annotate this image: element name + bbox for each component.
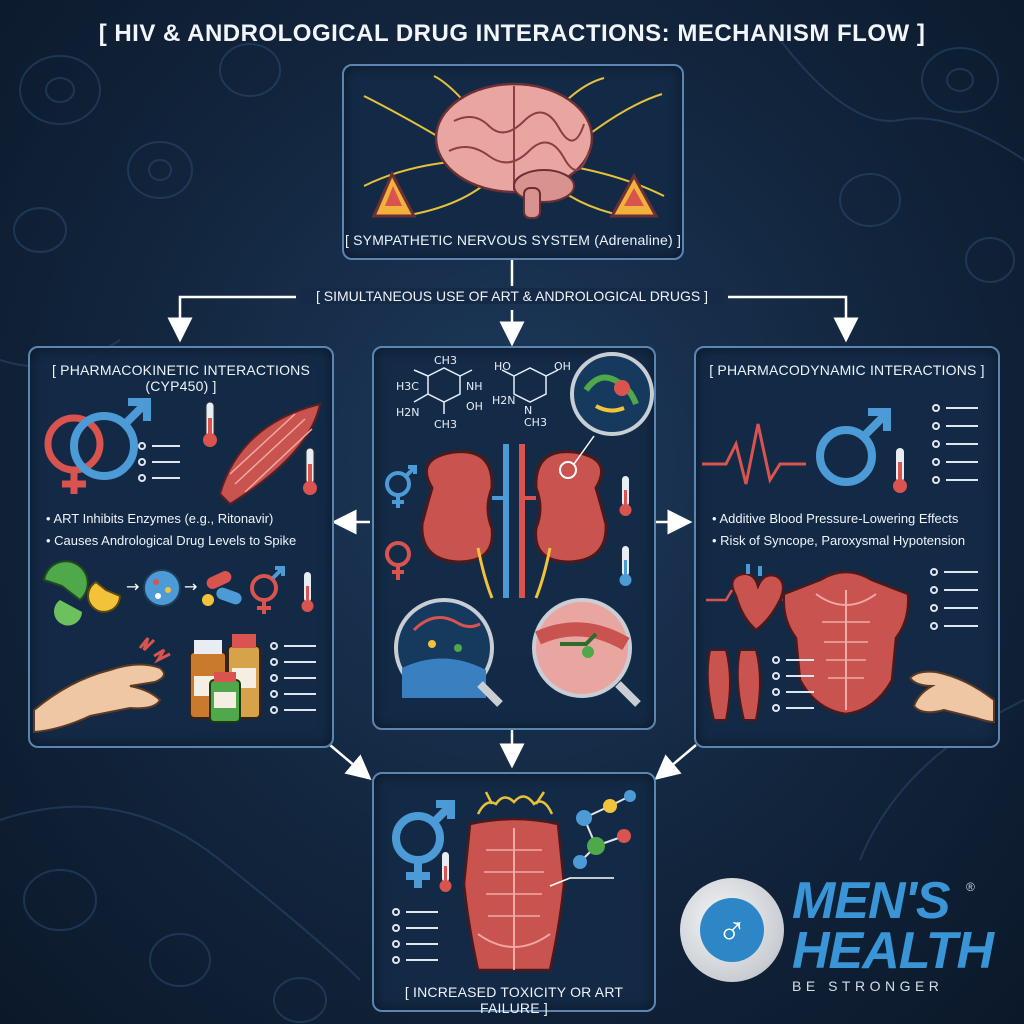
top-panel-sympathetic: [ SYMPATHETIC NERVOUS SYSTEM (Adrenaline… (342, 64, 684, 260)
male-symbol-icon-right (816, 408, 891, 486)
hand-icon-right (908, 670, 995, 724)
bottom-panel-label: [ INCREASED TOXICITY OR ART FAILURE ] (404, 984, 624, 1016)
right-panel-icons-top (702, 404, 978, 493)
male-symbol-icon-bottom (392, 800, 455, 888)
left-panel-bullets: ART Inhibits Enzymes (e.g., Ritonavir) C… (46, 508, 296, 552)
male-symbol-icon (70, 398, 151, 480)
torso-icon (462, 817, 614, 972)
checklist-icon-right-2 (930, 568, 978, 630)
formula-label-n: N (524, 404, 532, 417)
right-bullet-2: Risk of Syncope, Paroxysmal Hypotension (712, 530, 965, 552)
formula-label-ho: HO (494, 360, 511, 373)
right-panel-bullets: Additive Blood Pressure-Lowering Effects… (712, 508, 965, 552)
logo-emblem: ♂ (680, 878, 784, 982)
left-panel-icons-bottom: → → (33, 560, 316, 734)
logo-wordmark: MEN'S HEALTH ® BE STRONGER (792, 872, 994, 994)
right-bullet-1: Additive Blood Pressure-Lowering Effects (712, 508, 965, 530)
formula-label-h2n-2: H2N (492, 394, 516, 407)
heartbeat-line-icon (702, 423, 806, 485)
center-illustration: H3C CH3 NH H2N CH3 OH HO OH H2N N CH3 (385, 352, 654, 707)
male-symbol-logo-icon: ♂ (700, 898, 764, 962)
logo-line-2: HEALTH (792, 922, 994, 980)
thermometer-icon-center (619, 476, 632, 586)
logo-registered-mark: ® (966, 880, 975, 894)
logo-tagline: BE STRONGER (792, 978, 944, 994)
hand-icon (33, 663, 165, 734)
pill-icon (202, 571, 242, 606)
checklist-icon-right (932, 404, 978, 484)
left-panel-icons-top (44, 398, 322, 506)
top-panel-label: [ SYMPATHETIC NERVOUS SYSTEM (Adrenaline… (344, 232, 682, 248)
right-panel-pharmacodynamic: [ PHARMACODYNAMIC INTERACTIONS ] Additiv… (694, 346, 1000, 748)
formula-label-h3c: H3C (396, 380, 419, 393)
muscle-icon (218, 402, 322, 506)
female-symbol-icon (44, 414, 104, 494)
brain-icon (434, 82, 594, 219)
brain-illustration (363, 75, 665, 219)
page-title: [ HIV & ANDROLOGICAL DRUG INTERACTIONS: … (98, 20, 926, 47)
center-panel-mechanism: H3C CH3 NH H2N CH3 OH HO OH H2N N CH3 (372, 346, 656, 730)
male-symbol-icon-small (271, 566, 285, 580)
formula-label-ch3-bottom: CH3 (434, 418, 457, 431)
left-bullet-1: ART Inhibits Enzymes (e.g., Ritonavir) (46, 508, 296, 530)
kidney-icon (420, 435, 608, 599)
left-bullet-2: Causes Andrological Drug Levels to Spike (46, 530, 296, 552)
svg-text:→: → (126, 577, 139, 596)
bottle-icon-3 (209, 672, 241, 723)
bottom-panel-outcome: [ INCREASED TOXICITY OR ART FAILURE ] (372, 772, 656, 1016)
magnifier-icon-vessel (532, 598, 641, 707)
bottom-illustration (392, 790, 636, 972)
torso-muscle-icon (782, 570, 910, 716)
thermometer-icon-3 (301, 572, 314, 612)
svg-text:→: → (184, 577, 197, 596)
flow-label-simultaneous-use: [ SIMULTANEOUS USE OF ART & ANDROLOGICAL… (300, 288, 724, 304)
checklist-icon-bottom (392, 908, 438, 964)
thermometer-icon-bottom (439, 852, 452, 892)
leg-muscle-icon (706, 649, 761, 721)
formula-label-oh-2: OH (554, 360, 571, 373)
pain-spark-icon (138, 637, 171, 664)
magnifier-icon-receptor (570, 352, 654, 436)
left-panel-pharmacokinetic: [ PHARMACOKINETIC INTERACTIONS (CYP450) … (28, 346, 334, 748)
checklist-icon (138, 442, 180, 482)
formula-label-h2n: H2N (396, 406, 420, 419)
logo-line-1: MEN'S (792, 872, 951, 930)
formula-label-oh: OH (466, 400, 483, 413)
formula-label-ch3-2: CH3 (524, 416, 547, 429)
adrenal-gland-icon (371, 170, 417, 218)
female-symbol-icon-center (385, 541, 411, 580)
thermometer-icon (203, 401, 217, 447)
formula-label-ch3-top: CH3 (434, 354, 457, 367)
formula-label-nh: NH (466, 380, 483, 393)
molecule-icon (573, 790, 636, 869)
male-symbol-icon-center (385, 465, 417, 508)
right-panel-label: [ PHARMACODYNAMIC INTERACTIONS ] (709, 362, 985, 378)
molecule-formula-icon (413, 367, 559, 414)
thermometer-icon-2 (303, 447, 317, 495)
female-symbol-icon-small (250, 574, 278, 614)
checklist-icon-2 (270, 642, 316, 714)
enzyme-shapes-icon: → → (42, 560, 197, 626)
checklist-icon-right-3 (772, 656, 814, 712)
thermometer-icon-right (893, 448, 907, 493)
adrenal-gland-icon-right (609, 172, 659, 218)
left-panel-label: [ PHARMACOKINETIC INTERACTIONS (CYP450) … (51, 362, 311, 394)
nerve-lines-icon-bottom (476, 791, 554, 815)
magnifier-icon-cell (394, 598, 503, 707)
right-panel-icons-bottom (706, 564, 995, 724)
